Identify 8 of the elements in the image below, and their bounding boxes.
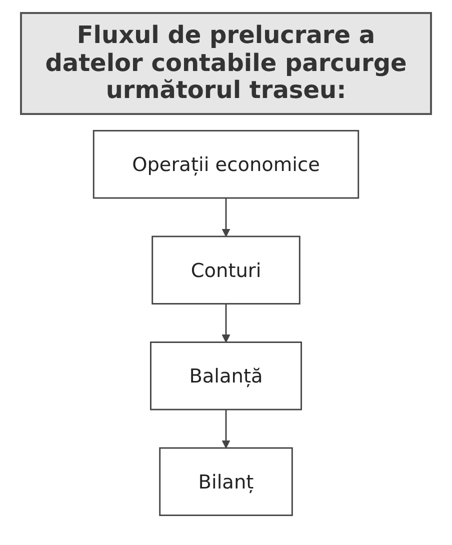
arrow (222, 409, 230, 448)
node-box: Bilanț (159, 447, 293, 516)
arrow (222, 304, 230, 342)
node-box: Operații economice (92, 130, 360, 198)
node-box: Conturi (152, 236, 300, 304)
arrow (222, 198, 230, 237)
title-banner: Fluxul de prelucrare a datelor contabile parcurge următorul traseu: (20, 12, 432, 115)
node-box: Balanță (150, 341, 302, 410)
